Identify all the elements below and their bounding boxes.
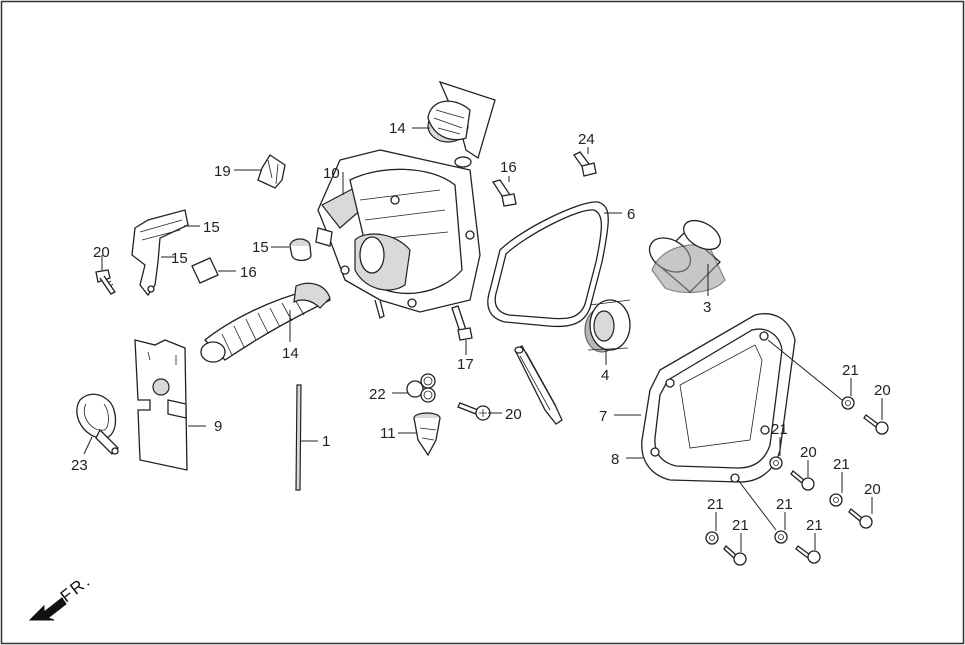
part-19-screw [457, 402, 491, 421]
callout-15-c: 16 [240, 264, 257, 281]
callout-20-d: 21 [732, 517, 749, 534]
callout-14: 15 [252, 239, 269, 256]
callout-11: 11 [380, 425, 396, 442]
part-21-washers [705, 396, 855, 545]
callout-10: 10 [323, 165, 340, 182]
part-18-bolt [95, 269, 116, 295]
callout-22: 22 [369, 386, 386, 403]
callout-21-d: 21 [707, 496, 724, 513]
part-23-hose-clamp [76, 393, 119, 455]
part-17-clip [257, 154, 286, 189]
part-15-bracket [131, 209, 219, 297]
callout-21-c: 21 [833, 456, 850, 473]
hanging-strap [514, 345, 563, 425]
part-16-bolt-lower [451, 305, 473, 341]
callout-15-a: 15 [203, 219, 220, 236]
part-3-mesh-filter [648, 219, 726, 294]
callout-20-c: 20 [864, 481, 881, 498]
callout-21-e: 21 [776, 496, 793, 513]
part-12-intake-duct [427, 80, 496, 168]
callout-6: 6 [627, 206, 635, 223]
callout-16-a: 16 [500, 159, 517, 176]
callout-13: 14 [282, 345, 299, 362]
leader-lines [83, 127, 883, 552]
callout-21-b: 21 [771, 421, 788, 438]
callout-23: 23 [71, 457, 88, 474]
part-9-plate [134, 339, 188, 471]
part-16-bolt-upper [491, 179, 517, 207]
part-11-drain-plug [413, 412, 441, 457]
part-22-o-rings [406, 373, 436, 403]
part-6-gasket [487, 201, 609, 328]
callout-24: 24 [578, 131, 595, 148]
part-13-intake-tube [200, 282, 332, 363]
callout-16-b: 17 [457, 356, 474, 373]
callout-7: 7 [599, 408, 607, 425]
callout-labels: 14 10 19 15 15 16 15 20 14 9 23 1 16 17 … [71, 120, 891, 534]
callout-4: 4 [601, 367, 609, 384]
callout-20-a: 20 [874, 382, 891, 399]
front-direction-arrow: FR. [28, 571, 95, 621]
part-4-filter-element [584, 299, 631, 353]
part-1-rod [295, 384, 302, 491]
callout-1: 1 [322, 433, 330, 450]
callout-20-b: 20 [800, 444, 817, 461]
callout-18: 20 [93, 244, 110, 261]
callout-17: 19 [214, 163, 231, 180]
part-14-rubber-cap [289, 238, 312, 262]
part-24-bolt [573, 151, 597, 177]
callout-20-e: 21 [806, 517, 823, 534]
callout-15-b: 15 [171, 250, 188, 267]
part-20-screws [723, 414, 889, 566]
part-10-air-box [315, 149, 481, 319]
part-7-8-cover [641, 313, 796, 483]
callout-8: 8 [611, 451, 619, 468]
callout-3: 3 [703, 299, 711, 316]
callout-19: 20 [505, 406, 522, 423]
callout-21-a: 21 [842, 362, 859, 379]
callout-12: 14 [389, 120, 406, 137]
callout-9: 9 [214, 418, 222, 435]
